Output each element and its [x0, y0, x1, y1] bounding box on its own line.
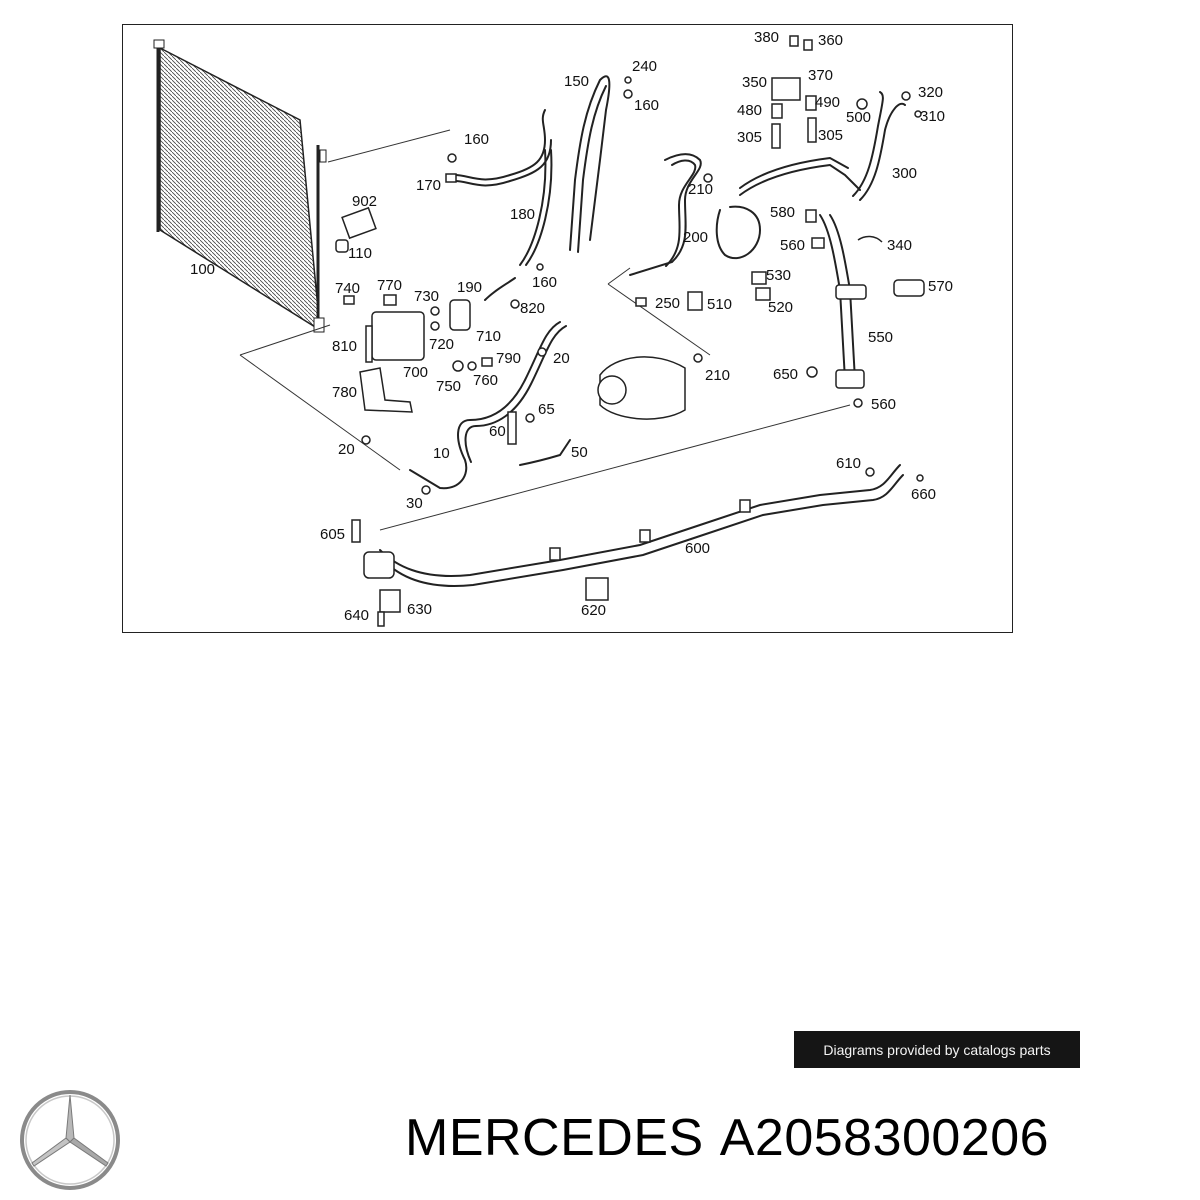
callout-560: 560 — [871, 396, 896, 413]
callout-380: 380 — [754, 29, 779, 46]
callout-520: 520 — [768, 299, 793, 316]
callout-902: 902 — [352, 193, 377, 210]
brand-caption: MERCEDES A2058300206 — [405, 1108, 1065, 1168]
callout-310: 310 — [920, 108, 945, 125]
callout-480: 480 — [737, 102, 762, 119]
brand-name: MERCEDES — [405, 1109, 704, 1167]
callout-305: 305 — [737, 129, 762, 146]
callout-160: 160 — [634, 97, 659, 114]
leader-lines — [239, 129, 851, 531]
callout-660: 660 — [911, 486, 936, 503]
callout-790: 790 — [496, 350, 521, 367]
callout-20: 20 — [338, 441, 355, 458]
callout-350: 350 — [742, 74, 767, 91]
callout-250: 250 — [655, 295, 680, 312]
callout-370: 370 — [808, 67, 833, 84]
callout-240: 240 — [632, 58, 657, 75]
callout-160: 160 — [532, 274, 557, 291]
callout-530: 530 — [766, 267, 791, 284]
callout-580: 580 — [770, 204, 795, 221]
callout-360: 360 — [818, 32, 843, 49]
callout-300: 300 — [892, 165, 917, 182]
callout-320: 320 — [918, 84, 943, 101]
callout-110: 110 — [348, 245, 372, 262]
callout-640: 640 — [344, 607, 369, 624]
callout-610: 610 — [836, 455, 861, 472]
callout-620: 620 — [581, 602, 606, 619]
callout-160: 160 — [464, 131, 489, 148]
condenser-part — [153, 39, 327, 333]
part-number: A2058300206 — [719, 1109, 1050, 1167]
callout-190: 190 — [457, 279, 482, 296]
callout-20: 20 — [553, 350, 570, 367]
callout-650: 650 — [773, 366, 798, 383]
callout-340: 340 — [887, 237, 912, 254]
callout-560: 560 — [780, 237, 805, 254]
callout-760: 760 — [473, 372, 498, 389]
callout-810: 810 — [332, 338, 357, 355]
mercedes-star-icon — [20, 1090, 120, 1190]
callout-820: 820 — [520, 300, 545, 317]
callout-600: 600 — [685, 540, 710, 557]
parts-diagram: 100 902 110 160 170 180 150 240 160 190 … — [153, 29, 953, 627]
callout-740: 740 — [335, 280, 360, 297]
callout-10: 10 — [433, 445, 450, 462]
callout-150: 150 — [564, 73, 589, 90]
callout-770: 770 — [377, 277, 402, 294]
watermark-text: Diagrams provided by catalogs parts — [823, 1041, 1051, 1058]
callout-60: 60 — [489, 423, 506, 440]
callout-180: 180 — [510, 206, 535, 223]
hose-lines — [379, 75, 906, 587]
callout-605: 605 — [320, 526, 345, 543]
callout-65: 65 — [538, 401, 555, 418]
callout-570: 570 — [928, 278, 953, 295]
callout-720: 720 — [429, 336, 454, 353]
callout-780: 780 — [332, 384, 357, 401]
callout-30: 30 — [406, 495, 423, 512]
callout-50: 50 — [571, 444, 588, 461]
callout-490: 490 — [815, 94, 840, 111]
callout-305: 305 — [818, 127, 843, 144]
callout-170: 170 — [416, 177, 441, 194]
callout-730: 730 — [414, 288, 439, 305]
callout-500: 500 — [846, 109, 871, 126]
callout-550: 550 — [868, 329, 893, 346]
callout-700: 700 — [403, 364, 428, 381]
callout-510: 510 — [707, 296, 732, 313]
callout-100: 100 — [190, 261, 215, 278]
callout-210: 210 — [705, 367, 730, 384]
callout-labels: 100 902 110 160 170 180 150 240 160 190 … — [190, 29, 953, 624]
callout-710: 710 — [476, 328, 501, 345]
callout-200: 200 — [683, 229, 708, 246]
callout-630: 630 — [407, 601, 432, 618]
callout-210: 210 — [688, 181, 713, 198]
callout-750: 750 — [436, 378, 461, 395]
watermark-banner: Diagrams provided by catalogs parts — [794, 1031, 1080, 1068]
fittings — [335, 35, 925, 627]
